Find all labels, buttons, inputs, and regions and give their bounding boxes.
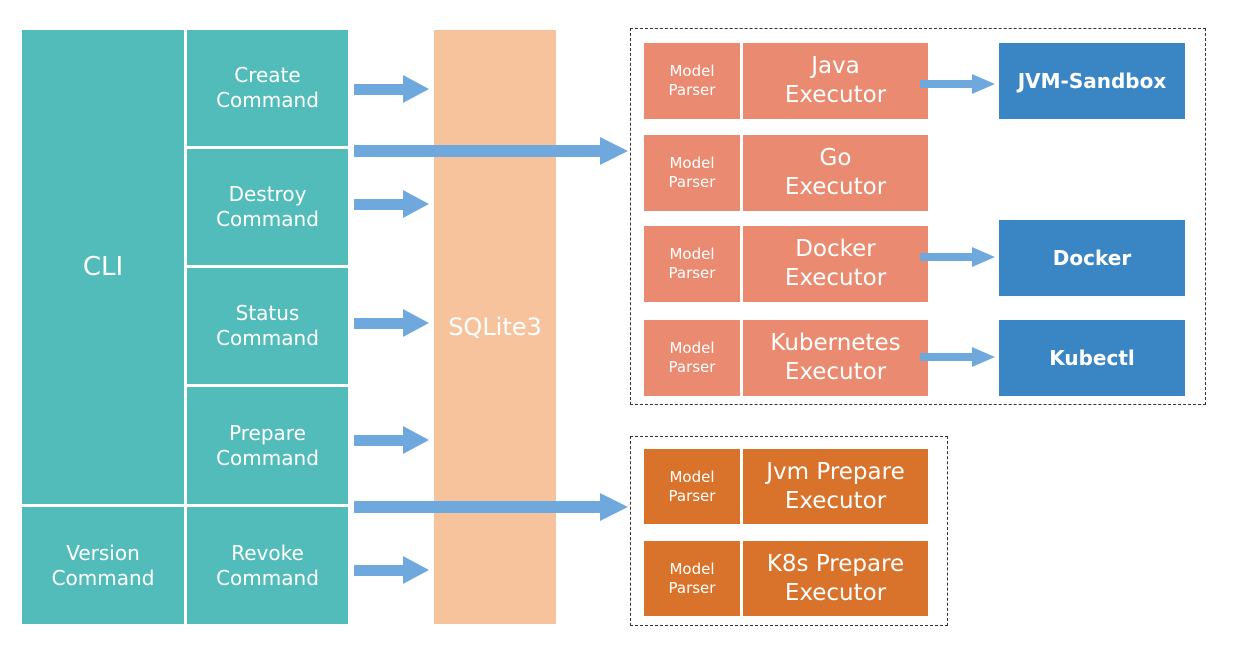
arrow-docker-to-docker [920,247,995,267]
arrow-create-to-sqlite [354,75,429,103]
prepare-command-line1: Prepare [229,420,306,445]
create-command-line2: Command [216,88,319,112]
status-command-line1: Status [235,301,300,325]
version-command-line2: Command [51,565,155,590]
cli-label: CLI [82,252,124,282]
version-command-line1: Version [66,540,140,565]
sqlite3-label: SQLite3 [448,313,542,341]
create-command-line1: Create [234,63,301,87]
arrow-java-to-jvm-sandbox [920,74,995,94]
arrow-kubernetes-to-kubectl [920,347,995,367]
destroy-command-line2: Command [216,207,319,231]
arrow-destroy-to-sqlite [354,190,429,218]
revoke-command-line2: Command [216,565,319,590]
executor-group [630,28,1206,405]
jvm-sandbox-target: JVM-Sandbox [999,43,1185,119]
prepare-command-line2: Command [216,445,319,470]
kubectl-target: Kubectl [999,320,1185,396]
arrow-revoke-to-sqlite [354,556,429,584]
arrow-prepare-to-sqlite [354,426,429,454]
docker-target: Docker [999,220,1185,296]
destroy-command-line1: Destroy [228,182,307,206]
arrow-to-executor-group [354,137,628,165]
revoke-command-line1: Revoke [231,540,304,565]
arrow-status-to-sqlite [354,309,429,337]
status-command-line2: Command [216,326,319,350]
cli-block: CLI [22,30,184,504]
arrow-to-prepare-group [354,493,628,521]
sqlite3-store: SQLite3 [434,30,556,624]
prepare-executor-group [630,436,948,626]
